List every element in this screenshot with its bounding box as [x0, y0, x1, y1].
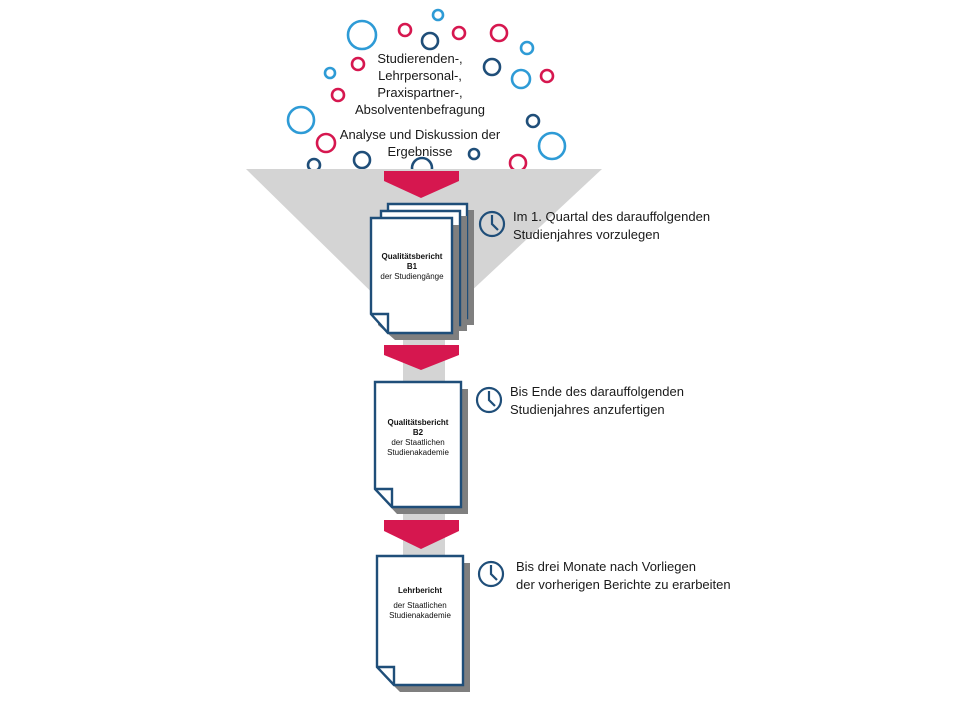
report-code: B1 — [406, 262, 418, 271]
deadline-line: Bis drei Monate nach Vorliegen — [516, 559, 696, 574]
bubble — [286, 105, 316, 135]
deadline-b2: Bis Ende des darauffolgenden Studienjahr… — [510, 383, 684, 419]
clock-icon — [478, 210, 506, 238]
bubble — [346, 19, 378, 51]
report-b1-label: Qualitätsbericht B1 der Studiengänge — [368, 252, 456, 282]
survey-label: Studierenden-, Lehrpersonal-, Praxispart… — [300, 50, 540, 118]
report-title: Qualitätsbericht — [387, 418, 449, 427]
report-subtitle: Studienakademie — [389, 611, 451, 620]
document-icon — [375, 554, 470, 692]
bubble — [539, 68, 555, 84]
bubble — [420, 31, 440, 51]
document-icon — [373, 380, 468, 514]
deadline-line: Im 1. Quartal des darauffolgenden — [513, 209, 711, 224]
analysis-line: Analyse und Diskussion der — [339, 127, 501, 142]
bubble — [330, 87, 346, 103]
lehrbericht-label: Lehrbericht der Staatlichen Studienakade… — [377, 586, 463, 621]
lehrbericht-document — [375, 554, 470, 692]
deadline-b1: Im 1. Quartal des darauffolgenden Studie… — [513, 208, 710, 244]
deadline-line: der vorherigen Berichte zu erarbeiten — [516, 577, 731, 592]
bubble — [323, 66, 337, 80]
bubble — [352, 150, 372, 170]
deadline-line: Studienjahres vorzulegen — [513, 227, 660, 242]
report-title: Lehrbericht — [397, 586, 442, 595]
chevron-down-icon — [384, 520, 459, 549]
document-icon — [369, 216, 459, 340]
survey-line: Studierenden-, — [377, 51, 463, 66]
bubble-cloud — [286, 8, 567, 180]
bubble — [519, 40, 535, 56]
bubble — [525, 113, 541, 129]
analysis-line: Ergebnisse — [387, 144, 453, 159]
bubble — [467, 147, 481, 161]
survey-line: Lehrpersonal-, — [378, 68, 462, 83]
clock-icon — [475, 386, 503, 414]
report-subtitle: der Studiengänge — [380, 272, 444, 281]
survey-line: Praxispartner-, — [377, 85, 463, 100]
bubble — [431, 8, 445, 22]
analysis-label: Analyse und Diskussion der Ergebnisse — [300, 126, 540, 160]
bubble — [482, 57, 502, 77]
bubble — [510, 68, 532, 90]
bubble — [489, 23, 509, 43]
report-subtitle: der Staatlichen — [393, 601, 447, 610]
report-b2-label: Qualitätsbericht B2 der Staatlichen Stud… — [375, 418, 461, 458]
deadline-line: Studienjahres anzufertigen — [510, 402, 665, 417]
report-b2-document — [373, 380, 468, 514]
chevron-down-icon — [384, 171, 459, 198]
survey-line: Absolventenbefragung — [354, 102, 486, 117]
deadline-line: Bis Ende des darauffolgenden — [510, 384, 684, 399]
chevron-down-icon — [384, 345, 459, 370]
bubble — [397, 22, 413, 38]
bubble — [451, 25, 467, 41]
bubble — [315, 132, 337, 154]
bubble — [537, 131, 567, 161]
report-subtitle: Studienakademie — [387, 448, 449, 457]
report-code: B2 — [412, 428, 424, 437]
bubble — [350, 56, 366, 72]
clock-icon — [477, 560, 505, 588]
report-title: Qualitätsbericht — [381, 252, 443, 261]
report-b1-document-stack — [369, 202, 474, 340]
deadline-lehrbericht: Bis drei Monate nach Vorliegen der vorhe… — [516, 558, 731, 594]
report-subtitle: der Staatlichen — [391, 438, 445, 447]
